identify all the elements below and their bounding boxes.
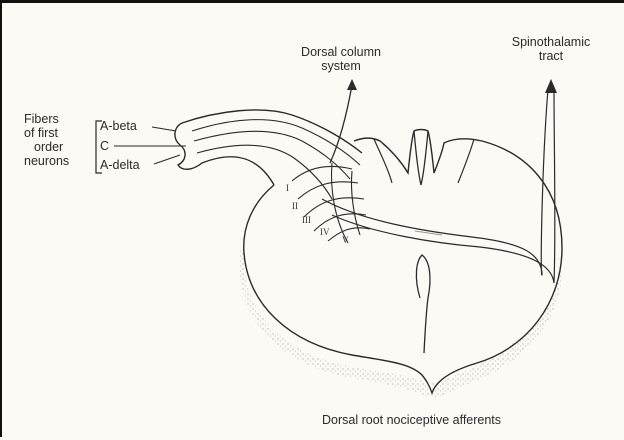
dorsal-column-label: Dorsal column system xyxy=(286,45,396,73)
lamina-label-5: V xyxy=(342,235,349,245)
a-delta-label: A-delta xyxy=(100,158,140,172)
dorsal-column-line-1: Dorsal column xyxy=(286,45,396,59)
dorsal-column-arrowhead xyxy=(347,79,357,90)
spinothalamic-tract-outer xyxy=(322,89,548,275)
spinothalamic-tract-inner xyxy=(332,89,555,283)
a-delta-leader xyxy=(154,155,180,164)
a-beta-leader xyxy=(152,127,176,131)
fibers-label: Fibers of first order neurons xyxy=(24,112,69,168)
dorsal-horn-left-edge xyxy=(374,139,392,183)
dorsal-column-line-2: system xyxy=(286,59,396,73)
spinothalamic-line-1: Spinothalamic xyxy=(496,35,606,49)
lamina-label-1: I xyxy=(286,183,289,193)
ventral-fissure xyxy=(416,255,430,353)
lamina-label-4: IV xyxy=(320,227,330,237)
lamina-label-3: III xyxy=(302,215,311,225)
a-beta-label: A-beta xyxy=(100,119,137,133)
c-label: C xyxy=(100,139,109,153)
spinothalamic-line-2: tract xyxy=(496,49,606,63)
spinothalamic-arrowhead xyxy=(545,79,557,93)
cord-side-shading-right xyxy=(432,258,562,399)
central-line xyxy=(415,231,442,235)
fibers-line-4: neurons xyxy=(24,154,69,168)
root-fiber-2 xyxy=(194,131,350,179)
fibers-line-1: Fibers xyxy=(24,112,69,126)
fibers-line-2: of first xyxy=(24,126,69,140)
cord-side-shading xyxy=(239,248,430,398)
dorsal-sulcus xyxy=(414,131,428,185)
fibers-line-3: order xyxy=(24,140,69,154)
lamina-label-2: II xyxy=(292,201,298,211)
dorsal-column-arrow-line xyxy=(330,85,352,163)
dorsal-horn-right-edge xyxy=(458,139,474,183)
spinothalamic-label: Spinothalamic tract xyxy=(496,35,606,63)
figure-caption: Dorsal root nociceptive afferents xyxy=(322,413,501,427)
